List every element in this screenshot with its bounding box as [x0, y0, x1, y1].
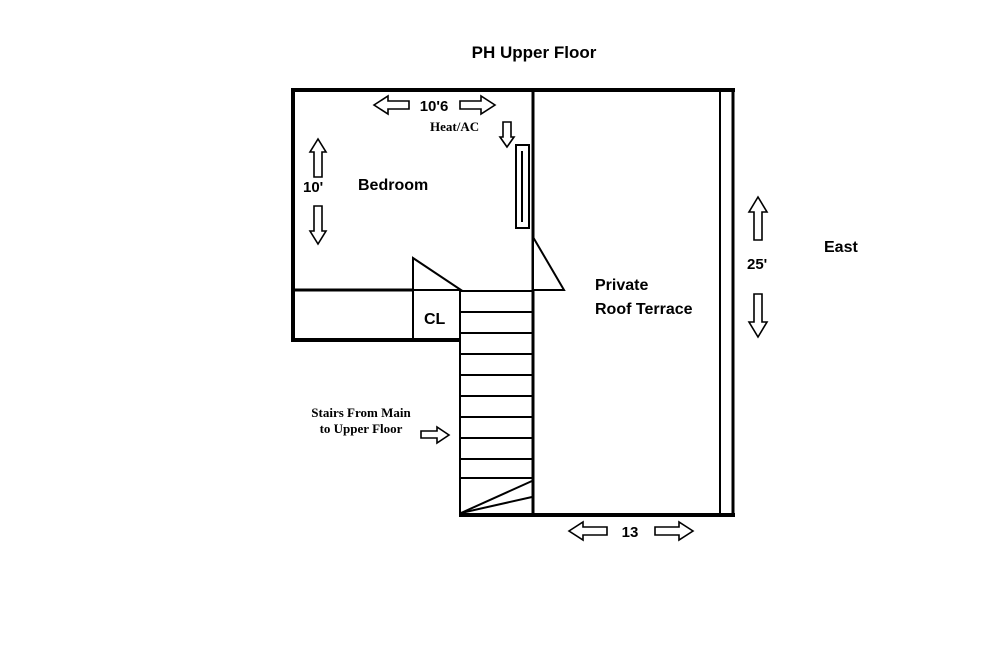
stairs-pointer-arrow-icon: [420, 425, 451, 445]
dim-bottom-left-arrow-icon: [567, 520, 608, 542]
east-label: East: [824, 239, 858, 256]
terrace-label-line2: Roof Terrace: [595, 301, 693, 318]
page-title: PH Upper Floor: [472, 43, 597, 62]
dim-terrace-width-label: 13: [622, 524, 639, 541]
stairs-winder-1: [460, 480, 533, 514]
dim-depth-down-arrow-icon: [308, 205, 328, 246]
dim-width-label: 10'6: [420, 98, 449, 115]
dim-terrace-down-arrow-icon: [747, 293, 769, 339]
window: [515, 144, 530, 229]
dim-depth-label: 10': [303, 179, 323, 196]
stairs-winder-2: [460, 496, 533, 514]
walls: [291, 88, 735, 517]
closet-door-swing: [412, 256, 465, 291]
stairs-label-line2: to Upper Floor: [320, 421, 403, 436]
dim-depth-up-arrow-icon: [308, 137, 328, 178]
dim-width-left-arrow-icon: [372, 94, 410, 116]
bedroom-label: Bedroom: [358, 177, 428, 194]
dim-bottom-right-arrow-icon: [654, 520, 695, 542]
heat-ac-label: Heat/AC: [430, 119, 479, 134]
dimension-arrows: [308, 94, 769, 542]
door-swings: [412, 233, 566, 291]
stairs: [460, 290, 533, 514]
terrace-door-swing: [532, 233, 566, 291]
stairs-label-line1: Stairs From Main: [311, 405, 411, 420]
closet-label: CL: [424, 311, 446, 328]
dim-terrace-depth-label: 25': [747, 256, 767, 273]
heat-ac-arrow-icon: [498, 121, 516, 149]
terrace-label-line1: Private: [595, 277, 648, 294]
dim-terrace-up-arrow-icon: [747, 195, 769, 241]
dim-width-right-arrow-icon: [459, 94, 497, 116]
